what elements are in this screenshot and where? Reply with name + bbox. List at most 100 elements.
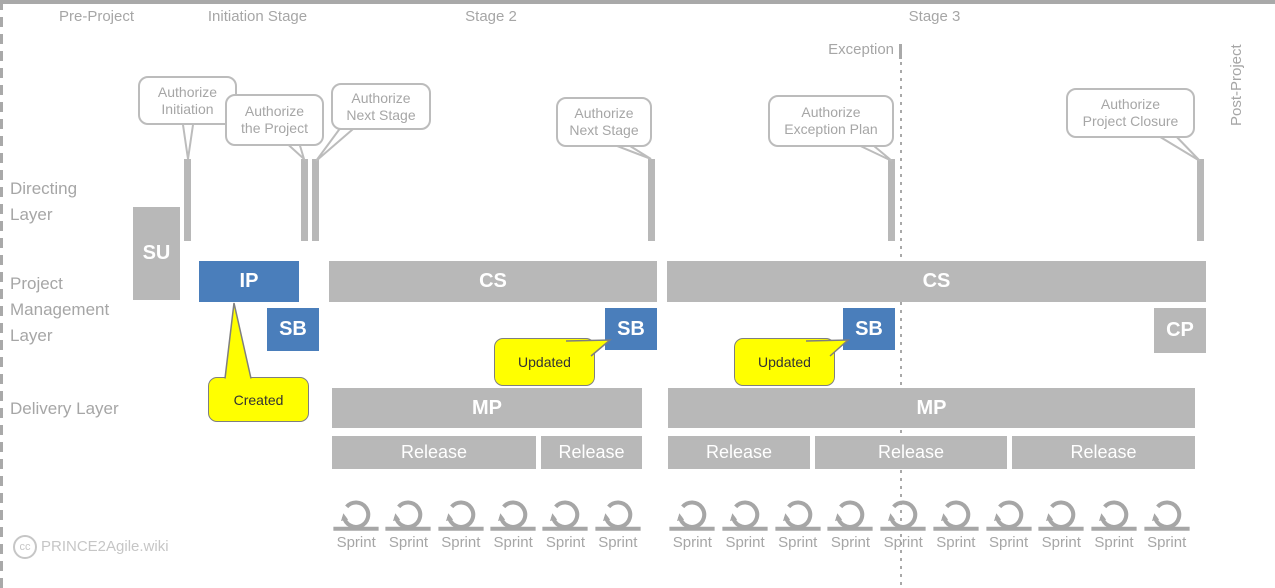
- callout-text: the Project: [241, 120, 308, 136]
- decision-bar-authorize-project-closure: [1197, 159, 1204, 241]
- sprint-label: Sprint: [598, 534, 638, 551]
- sprint-loop-icon: [775, 500, 821, 531]
- callout-text: Initiation: [161, 100, 214, 117]
- callout-text: Next Stage: [569, 122, 639, 138]
- sprint-label: Sprint: [1094, 534, 1134, 551]
- sprint-loop-icon: [542, 500, 589, 531]
- sprint-loop-icon: [722, 500, 768, 531]
- stage-label-post-project: Post-Project: [1228, 44, 1245, 126]
- sprint-label: Sprint: [493, 534, 533, 551]
- callout-authorize-project-closure: Authorize Project Closure: [1066, 88, 1195, 138]
- callout-text: Authorize: [157, 83, 218, 100]
- sprint-item: Sprint: [1088, 493, 1141, 551]
- cp-box: CP: [1154, 308, 1206, 353]
- sprint-loop-icon: [385, 500, 432, 531]
- directing-layer-label: Directing Layer: [10, 179, 78, 224]
- release-bar: Release: [1012, 436, 1195, 469]
- decision-bar-authorize-initiation: [184, 159, 191, 241]
- stage-label-stage-3: Stage 3: [908, 8, 961, 25]
- sprint-item: Sprint: [592, 493, 644, 551]
- sprint-item: Sprint: [982, 493, 1035, 551]
- sprint-loop-icon: [333, 500, 379, 531]
- sprint-item: Sprint: [666, 493, 719, 551]
- pointer-created: [224, 302, 252, 379]
- sprint-label: Sprint: [725, 534, 765, 551]
- sprint-item: Sprint: [719, 493, 772, 551]
- sprint-label: Sprint: [778, 534, 818, 551]
- sprint-item: Sprint: [1140, 493, 1193, 551]
- sb-box-initiation: SB: [267, 308, 319, 351]
- sprint-item: Sprint: [539, 493, 591, 551]
- callout-authorize-next-stage-2: Authorize Next Stage: [556, 97, 652, 147]
- sprint-loop-icon: [985, 500, 1032, 531]
- release-bar: Release: [332, 436, 536, 469]
- decision-bar-authorize-exception-plan: [888, 159, 895, 241]
- updated-callout-stage3: Updated: [734, 338, 835, 386]
- sprint-loop-icon: [1144, 500, 1190, 531]
- sb-box-stage3: SB: [843, 308, 895, 350]
- sprint-loop-icon: [933, 500, 979, 531]
- sprint-loop-icon: [669, 500, 715, 531]
- mp-bar-stage3: MP: [668, 388, 1195, 428]
- sprint-item: Sprint: [824, 493, 877, 551]
- sprint-item: Sprint: [487, 493, 539, 551]
- pm-delivery-layer-line: [0, 0, 1275, 4]
- stage-label-stage-2: Stage 2: [465, 8, 517, 25]
- sprint-label: Sprint: [336, 534, 376, 551]
- sprint-label: Sprint: [830, 534, 871, 551]
- callout-text: Project Closure: [1082, 113, 1179, 129]
- mp-bar-stage2: MP: [332, 388, 642, 428]
- stage-label-pre-project: Pre-Project: [58, 8, 135, 25]
- callout-authorize-exception-plan: Authorize Exception Plan: [768, 95, 894, 147]
- decision-bar-authorize-next-stage-1: [312, 159, 319, 241]
- sprint-item: Sprint: [877, 493, 930, 551]
- sprint-item: Sprint: [930, 493, 983, 551]
- cs-bar-stage2: CS: [329, 261, 657, 302]
- release-bar: Release: [668, 436, 810, 469]
- sprint-item: Sprint: [771, 493, 824, 551]
- exception-dotted-line: [900, 62, 902, 588]
- sprint-label: Sprint: [883, 534, 923, 551]
- stage-boundary-stage3-post: [0, 0, 3, 588]
- callout-text: Exception Plan: [784, 121, 878, 137]
- release-bar: Release: [815, 436, 1007, 469]
- decision-bar-authorize-next-stage-2: [648, 159, 655, 241]
- callout-authorize-the-project: Authorize the Project: [225, 94, 324, 146]
- sprint-loop-icon: [827, 500, 874, 531]
- callout-text: Authorize: [801, 104, 861, 120]
- sprint-label: Sprint: [1147, 534, 1187, 551]
- decision-bar-authorize-the-project: [301, 159, 308, 241]
- sprint-label: Sprint: [388, 534, 429, 551]
- sprint-loop-icon: [1038, 500, 1084, 531]
- callout-text: Next Stage: [346, 106, 416, 123]
- sprint-row-stage2: Sprint Sprint Sprint Sprint Sprint Sprint: [330, 493, 644, 551]
- callout-text: Authorize: [1100, 96, 1161, 112]
- cc-icon: cc: [13, 535, 37, 559]
- callout-text: Authorize: [351, 89, 411, 106]
- callout-authorize-next-stage-1: Authorize Next Stage: [331, 83, 431, 130]
- delivery-layer-label: Delivery Layer: [10, 399, 119, 418]
- sprint-label: Sprint: [1041, 534, 1081, 551]
- sprint-loop-icon: [1091, 500, 1137, 531]
- su-box: SU: [133, 207, 180, 300]
- callout-text: Authorize: [244, 103, 305, 119]
- sprint-label: Sprint: [936, 534, 976, 551]
- callout-text: Authorize: [574, 105, 634, 121]
- sprint-loop-icon: [490, 500, 536, 531]
- sprint-label: Sprint: [672, 534, 712, 551]
- updated-callout-stage2: Updated: [494, 338, 595, 386]
- cs-bar-stage3: CS: [667, 261, 1206, 302]
- release-bar: Release: [541, 436, 642, 469]
- sb-box-stage2: SB: [605, 308, 657, 350]
- callout-authorize-initiation: Authorize Initiation: [138, 76, 237, 125]
- stage-label-initiation-stage: Initiation Stage: [207, 8, 308, 25]
- sprint-label: Sprint: [441, 534, 481, 551]
- sprint-loop-icon: [595, 500, 641, 531]
- sprint-label: Sprint: [545, 534, 586, 551]
- sprint-item: Sprint: [1035, 493, 1088, 551]
- site-label: PRINCE2Agile.wiki: [41, 538, 169, 555]
- exception-label: Exception: [828, 41, 894, 58]
- project-management-layer-label: Project Management Layer: [10, 274, 110, 345]
